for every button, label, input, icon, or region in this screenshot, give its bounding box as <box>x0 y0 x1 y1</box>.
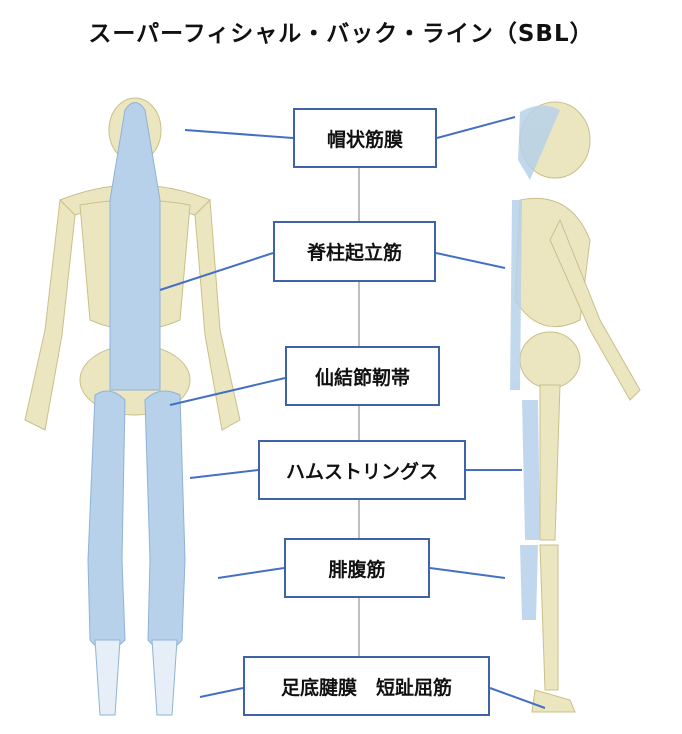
label-galea-aponeurotica: 帽状筋膜 <box>293 108 437 168</box>
leader-lines <box>159 116 546 709</box>
label-plantar-fascia-flexor-digitorum-brevis: 足底腱膜 短趾屈筋 <box>243 656 490 716</box>
back-view-muscles <box>87 102 186 716</box>
side-view-muscles <box>510 105 560 620</box>
label-gastrocnemius: 腓腹筋 <box>284 538 430 598</box>
label-hamstrings: ハムストリングス <box>258 440 466 500</box>
label-sacrotuberous-ligament: 仙結節靭帯 <box>285 346 440 406</box>
page-title: スーパーフィシャル・バック・ライン（SBL） <box>88 21 594 47</box>
label-erector-spinae: 脊柱起立筋 <box>273 221 436 282</box>
